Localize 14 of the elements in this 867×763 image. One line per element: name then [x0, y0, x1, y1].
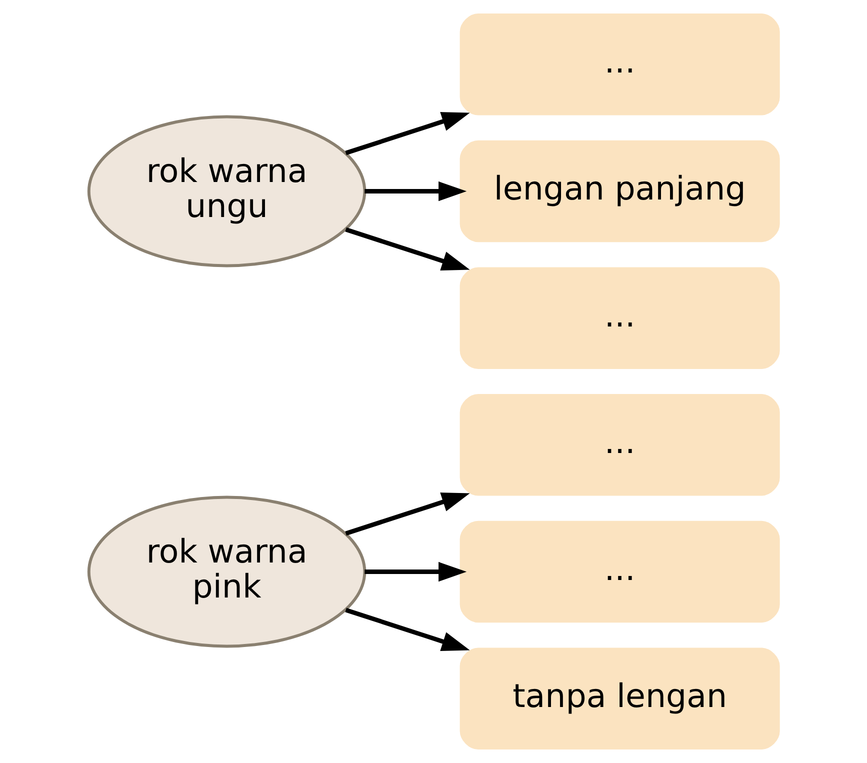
- arrow: [364, 562, 466, 582]
- node-box: lengan panjang: [459, 140, 780, 242]
- node-box: ...: [459, 520, 780, 623]
- arrow: [344, 492, 470, 536]
- node-box: tanpa lengan: [459, 648, 780, 750]
- node-box: ...: [459, 14, 780, 116]
- node-box: ...: [459, 267, 780, 369]
- arrow: [344, 112, 470, 156]
- arrow: [364, 181, 466, 202]
- node-ellipse: rok warna pink: [86, 496, 366, 648]
- node-ellipse: rok warna ungu: [86, 115, 366, 268]
- node-box: ...: [459, 394, 780, 496]
- arrow: [344, 608, 470, 651]
- arrow: [344, 227, 470, 270]
